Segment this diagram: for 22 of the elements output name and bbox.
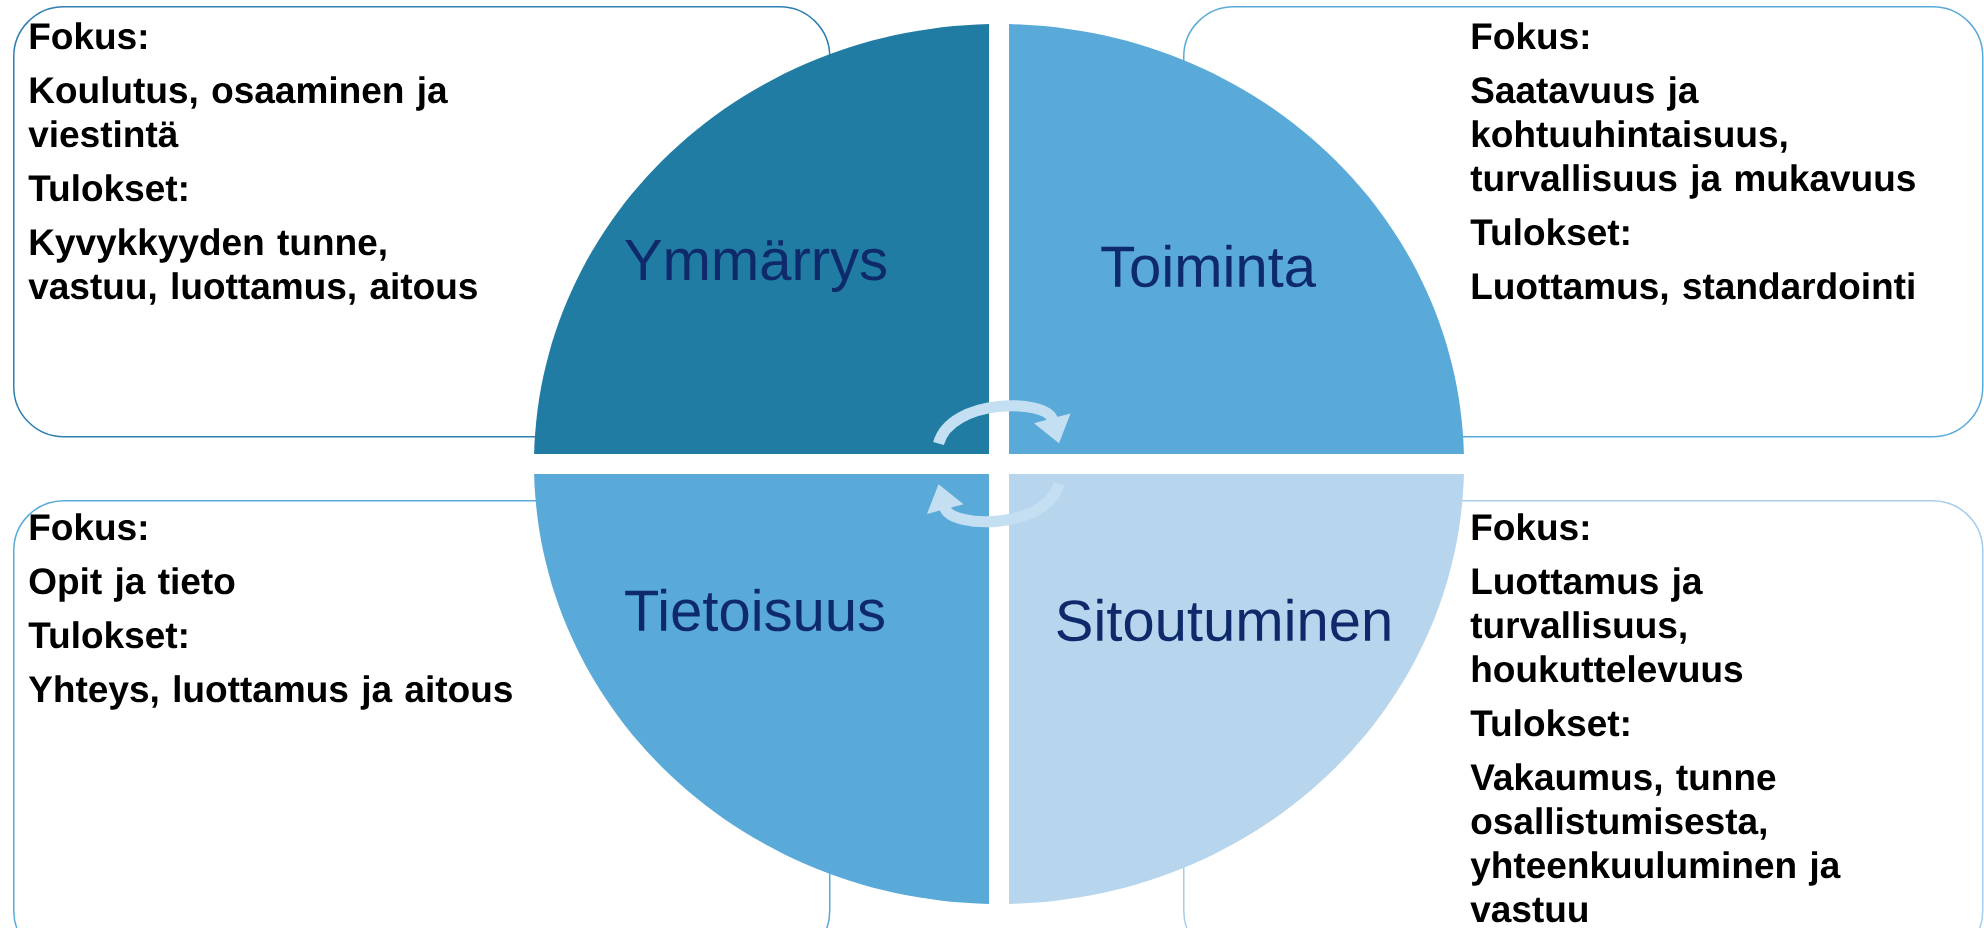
heading: Fokus: xyxy=(1472,513,1588,541)
body-text: Luottamus, standardointi xyxy=(1472,272,1914,305)
heading: Tulokset: xyxy=(1470,709,1629,737)
body-text: Kyvykkyyden tunne, vastuu, luottamus, aitous xyxy=(28,228,477,305)
quadrant-label: Ymmärrys xyxy=(625,240,886,292)
body-text: Luottamus ja turvallisuus, houkuttelevuus xyxy=(1470,567,1743,683)
heading: Fokus: xyxy=(30,513,146,541)
body-text: Vakaumus, tunne osallistumisesta, yhteenkuuluminen ja vastuu xyxy=(1470,763,1841,923)
body-text: Yhteys, luottamus ja aitous xyxy=(28,675,512,710)
quadrant-label: Sitoutuminen xyxy=(1057,598,1390,642)
heading: Tulokset: xyxy=(1470,218,1629,246)
heading: Fokus: xyxy=(30,22,146,50)
quadrant-label: Toiminta xyxy=(1101,244,1317,288)
body-text: Opit ja tieto xyxy=(29,567,235,602)
body-text: Koulutus, osaaminen ja viestintä xyxy=(28,76,448,148)
body-text: Saatavuus ja kohtuuhintaisuus, turvallisuus ja mukavuus xyxy=(1470,76,1915,199)
heading: Tulokset: xyxy=(28,174,187,202)
cycle-arrow xyxy=(933,400,1071,446)
quadrant-label: Tietoisuus xyxy=(625,588,884,632)
heading: Tulokset: xyxy=(28,621,187,649)
heading: Fokus: xyxy=(1472,22,1588,50)
cycle-arrow xyxy=(926,481,1065,528)
